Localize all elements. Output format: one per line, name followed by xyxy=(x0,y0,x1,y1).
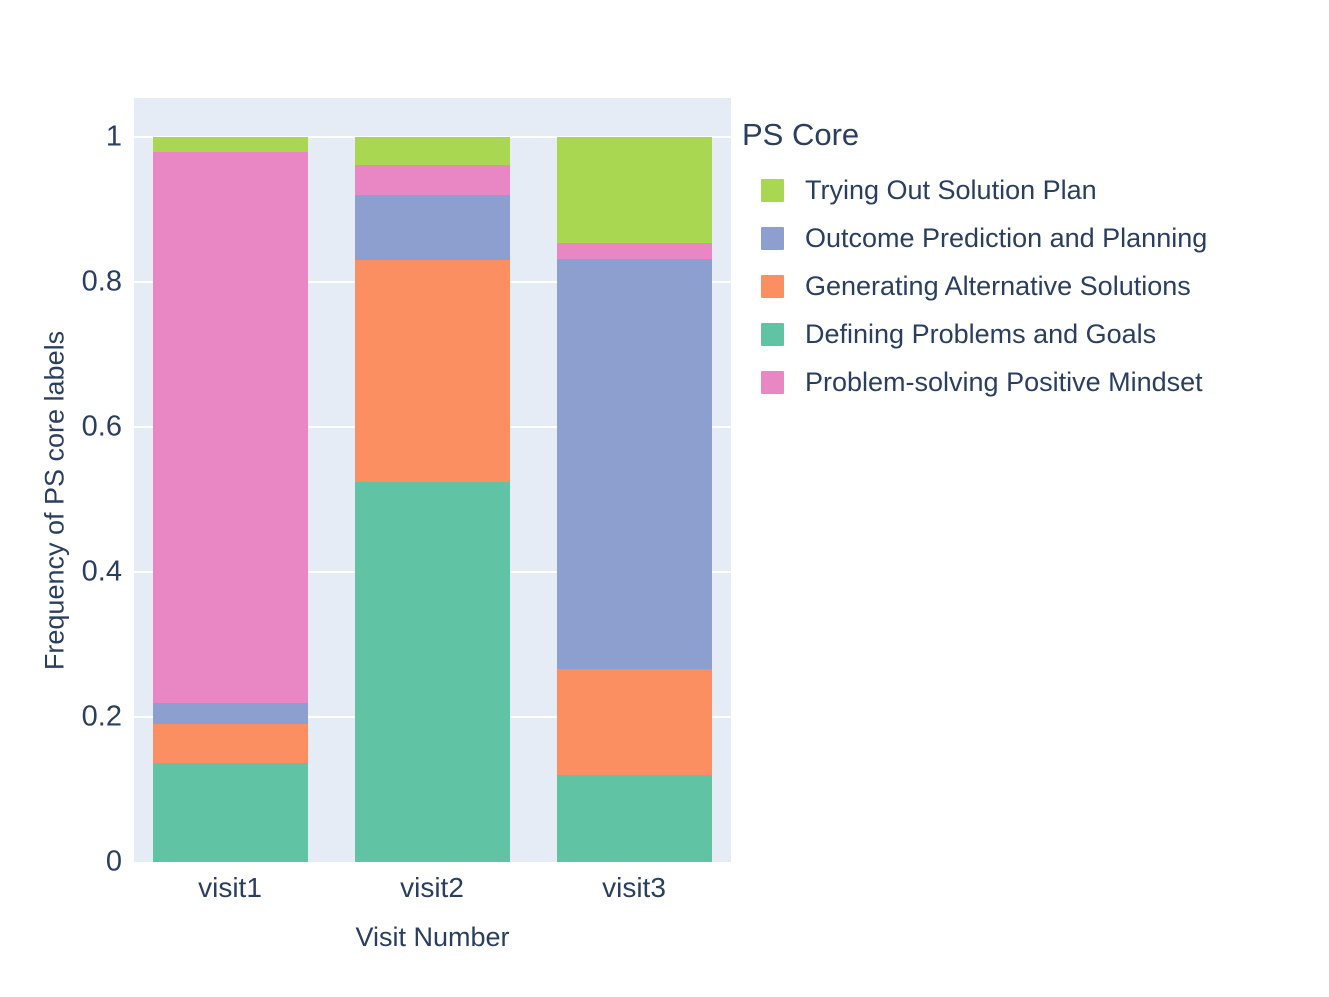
legend-title: PS Core xyxy=(742,117,860,152)
bar-visit3[interactable] xyxy=(557,137,712,862)
bar-segment[interactable] xyxy=(557,258,712,670)
legend-swatch-icon xyxy=(761,370,784,394)
bar-segment[interactable] xyxy=(153,703,308,724)
y-tick-mark xyxy=(126,136,134,138)
plot-area xyxy=(134,98,731,862)
x-tick-label: visit1 xyxy=(198,872,262,903)
bar-visit1[interactable] xyxy=(153,137,308,862)
x-tick-label: visit2 xyxy=(400,872,464,903)
legend-swatch-icon xyxy=(761,274,784,298)
bar-segment[interactable] xyxy=(153,137,308,153)
legend-item[interactable]: Defining Problems and Goals xyxy=(742,310,1322,358)
x-axis-title: Visit Number xyxy=(355,922,510,952)
bar-segment[interactable] xyxy=(557,137,712,243)
bar-segment[interactable] xyxy=(355,482,510,862)
legend-swatch-icon xyxy=(761,226,784,250)
gridline xyxy=(134,136,731,138)
bar-segment[interactable] xyxy=(557,669,712,775)
bar-segment[interactable] xyxy=(355,195,510,261)
y-tick-mark xyxy=(126,571,134,573)
y-tick-mark xyxy=(126,861,134,863)
bar-visit2[interactable] xyxy=(355,137,510,862)
bar-segment[interactable] xyxy=(355,165,510,196)
legend-item-label: Trying Out Solution Plan xyxy=(805,174,1097,205)
x-tick-label: visit3 xyxy=(602,872,666,903)
legend-item-label: Defining Problems and Goals xyxy=(805,318,1157,349)
y-tick-mark xyxy=(126,281,134,283)
legend-item[interactable]: Outcome Prediction and Planning xyxy=(742,214,1322,262)
bar-segment[interactable] xyxy=(153,152,308,704)
bar-segment[interactable] xyxy=(355,137,510,166)
legend-item[interactable]: Trying Out Solution Plan xyxy=(742,166,1322,214)
y-axis-title: Frequency of PS core labels xyxy=(39,330,70,671)
bar-segment[interactable] xyxy=(153,723,308,763)
y-tick-mark xyxy=(126,716,134,718)
legend-swatch-icon xyxy=(761,322,784,346)
legend-swatch-icon xyxy=(761,178,784,202)
y-tick-mark xyxy=(126,426,134,428)
legend-item-label: Outcome Prediction and Planning xyxy=(805,222,1208,253)
bar-segment[interactable] xyxy=(557,242,712,259)
bar-segment[interactable] xyxy=(355,260,510,483)
bar-segment[interactable] xyxy=(557,775,712,862)
legend-item-label: Problem-solving Positive Mindset xyxy=(805,366,1203,397)
bar-segment[interactable] xyxy=(153,762,308,862)
legend-item-label: Generating Alternative Solutions xyxy=(805,270,1191,301)
legend-item[interactable]: Generating Alternative Solutions xyxy=(742,262,1322,310)
legend-item[interactable]: Problem-solving Positive Mindset xyxy=(742,358,1322,406)
